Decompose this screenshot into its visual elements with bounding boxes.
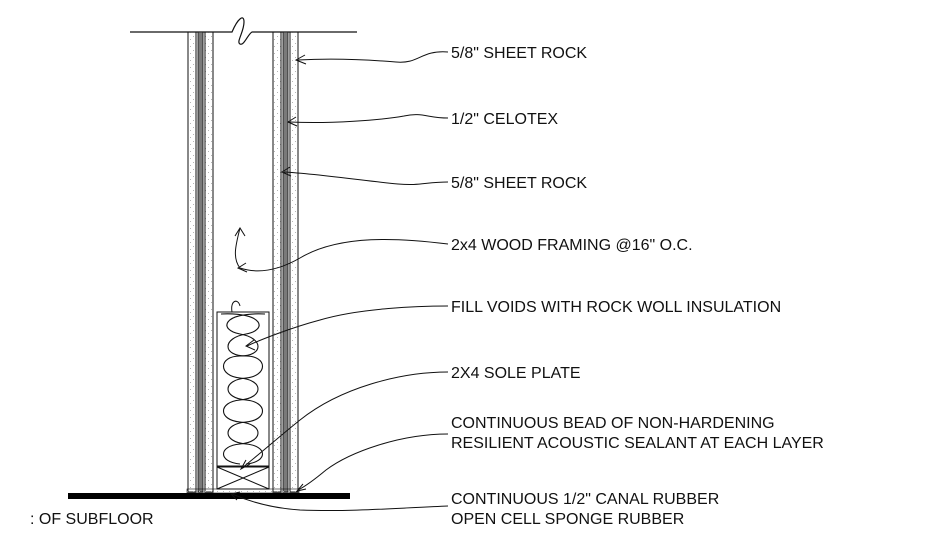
left-wall bbox=[187, 31, 214, 493]
label-rubber-line1: CONTINUOUS 1/2" CANAL RUBBER bbox=[451, 491, 719, 508]
left-celotex bbox=[197, 31, 204, 493]
arrow-sheet-rock-top bbox=[294, 54, 307, 65]
right-celotex bbox=[282, 31, 289, 493]
label-rubber-line2: OPEN CELL SPONGE RUBBER bbox=[451, 511, 684, 528]
arrow-rubber bbox=[230, 491, 241, 501]
leader-celotex bbox=[289, 114, 449, 124]
sole-plate-cross bbox=[216, 466, 270, 490]
break-line bbox=[130, 17, 357, 45]
arrow-sealant bbox=[295, 483, 307, 492]
subfloor-line bbox=[68, 493, 350, 499]
right-wall bbox=[272, 31, 299, 493]
leader-insulation bbox=[246, 305, 449, 347]
leader-sole-plate bbox=[241, 371, 449, 469]
framing-curve-up bbox=[234, 227, 241, 269]
arrow-framing-up bbox=[234, 227, 246, 237]
canal-rubber-strip bbox=[186, 488, 300, 494]
leader-framing bbox=[239, 238, 449, 272]
insulation-loops-2 bbox=[222, 313, 266, 465]
arrow-insulation bbox=[245, 339, 256, 351]
label-sealant-line1: CONTINUOUS BEAD OF NON-HARDENING bbox=[451, 415, 775, 432]
arrow-sole-plate bbox=[239, 459, 251, 471]
arrow-sheet-rock-inner bbox=[280, 166, 292, 177]
leader-sheet-rock-top bbox=[297, 51, 449, 63]
label-sheet-rock-top: 5/8" SHEET ROCK bbox=[451, 45, 587, 62]
leader-sheet-rock-inner bbox=[283, 171, 449, 186]
label-celotex: 1/2" CELOTEX bbox=[451, 111, 558, 128]
insulation-hook bbox=[231, 300, 241, 313]
label-subfloor: : OF SUBFLOOR bbox=[30, 511, 154, 528]
label-insulation: FILL VOIDS WITH ROCK WOLL INSULATION bbox=[451, 299, 781, 316]
label-sheet-rock-inner: 5/8" SHEET ROCK bbox=[451, 175, 587, 192]
label-sole-plate: 2X4 SOLE PLATE bbox=[451, 365, 581, 382]
arrow-framing-left bbox=[236, 262, 248, 273]
insulation-loops bbox=[220, 313, 264, 465]
label-framing: 2x4 WOOD FRAMING @16" O.C. bbox=[451, 237, 693, 254]
right-inner-sheet-rock bbox=[272, 31, 282, 493]
leader-rubber bbox=[231, 493, 449, 512]
leader-sealant bbox=[297, 433, 449, 491]
arrow-celotex bbox=[286, 116, 298, 127]
left-inner-sheet-rock bbox=[204, 31, 214, 493]
label-sealant-line2: RESILIENT ACOUSTIC SEALANT AT EACH LAYER bbox=[451, 435, 824, 452]
left-outer-sheet-rock bbox=[187, 31, 197, 493]
